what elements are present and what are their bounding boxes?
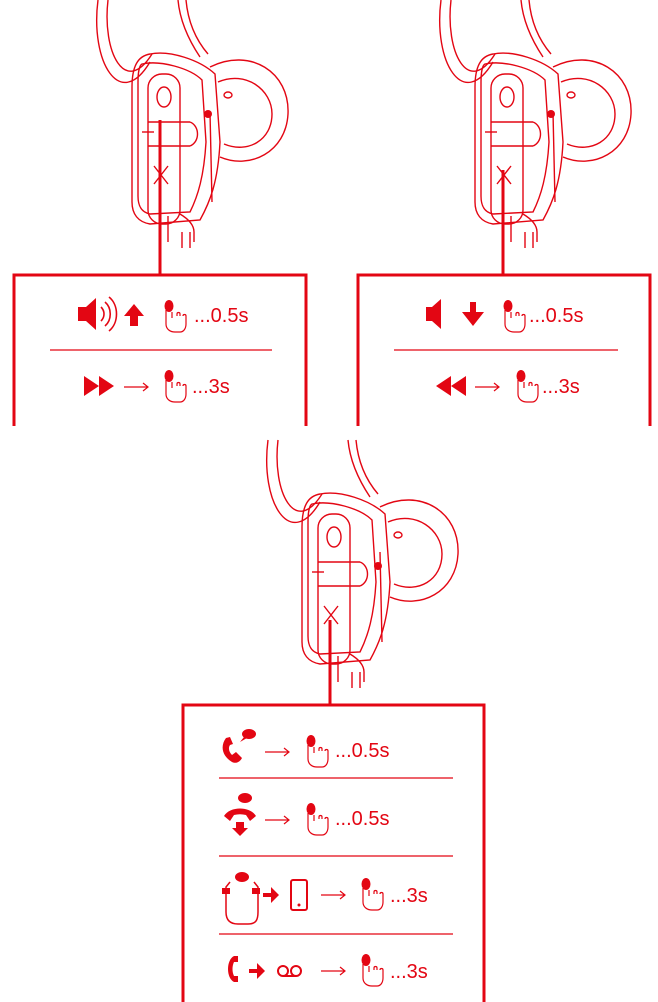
- finger-press-icon: [360, 953, 384, 987]
- arrow-right-icon: [264, 747, 290, 757]
- volume-down-panel: [356, 273, 652, 426]
- rewind-icon: [436, 376, 466, 396]
- speaker-quiet-icon: [426, 299, 441, 329]
- phone-icon: [290, 879, 308, 911]
- rewind-row: ...3s: [436, 369, 580, 403]
- arrow-right-icon: [320, 966, 346, 976]
- finger-press-icon: [305, 802, 329, 836]
- speaker-loud-icon: [78, 296, 118, 332]
- arrow-right-icon: [123, 382, 149, 392]
- volume-up-row: ...0.5s: [78, 296, 248, 333]
- earbud-illustration: [265, 439, 459, 689]
- calls-panel: [181, 703, 486, 1002]
- arrow-up-icon: [124, 304, 144, 326]
- volume-up-panel: [12, 273, 308, 426]
- arrow-right-icon: [249, 963, 265, 979]
- duration-label: ...0.5s: [335, 740, 389, 762]
- finger-press-icon: [502, 299, 526, 333]
- arrow-right-icon: [264, 815, 290, 825]
- end-call-row: ...0.5s: [224, 793, 389, 836]
- volume-down-row: ...0.5s: [426, 299, 583, 333]
- finger-press-icon: [515, 369, 539, 403]
- arrow-right-icon: [263, 887, 279, 903]
- multifunction-indicator-dot: [374, 562, 382, 570]
- fast-forward-icon: [84, 376, 114, 396]
- voicemail-row: ...3s: [228, 953, 428, 987]
- fast-forward-row: ...3s: [84, 369, 230, 403]
- arrow-down-icon: [462, 302, 484, 326]
- end-call-icon: [224, 793, 256, 836]
- finger-press-icon: [163, 299, 187, 333]
- duration-label: ...3s: [192, 376, 230, 398]
- duration-label: ...3s: [390, 885, 428, 907]
- call-icon: [228, 956, 238, 982]
- answer-call-icon: [222, 729, 256, 763]
- duration-label: ...3s: [390, 961, 428, 983]
- duration-label: ...0.5s: [194, 305, 248, 327]
- duration-label: ...0.5s: [529, 305, 583, 327]
- volume-up-indicator-dot: [204, 110, 212, 118]
- transfer-call-icon: [222, 872, 260, 925]
- arrow-right-icon: [474, 382, 500, 392]
- duration-label: ...3s: [542, 376, 580, 398]
- answer-call-row: ...0.5s: [222, 729, 389, 768]
- earbud-illustration: [438, 0, 632, 249]
- voicemail-icon: [277, 965, 302, 977]
- volume-down-indicator-dot: [547, 110, 555, 118]
- transfer-call-row: ...3s: [222, 872, 428, 925]
- arrow-right-icon: [320, 890, 346, 900]
- duration-label: ...0.5s: [335, 808, 389, 830]
- finger-press-icon: [305, 734, 329, 768]
- finger-press-icon: [360, 877, 384, 911]
- finger-press-icon: [163, 369, 187, 403]
- earbud-illustration: [95, 0, 289, 249]
